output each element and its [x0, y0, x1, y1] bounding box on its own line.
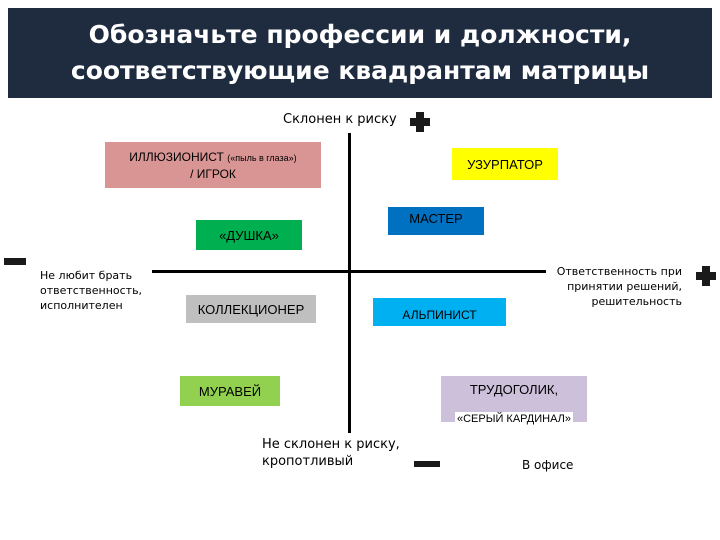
left-axis-label: Не любит брать ответственность, исполнит… [40, 269, 143, 312]
plus-right-icon [696, 266, 716, 286]
minus-bottom-icon [414, 461, 440, 467]
box-workaholic: ТРУДОГОЛИК, «СЕРЫЙ КАРДИНАЛ» [441, 376, 587, 426]
illusionist-label: ИЛЛЮЗИОНИСТ [129, 149, 224, 164]
box-usurper: УЗУРПАТОР [452, 148, 558, 180]
box-alpinist: АЛЬПИНИСТ [373, 298, 506, 326]
illusionist-line-2: / ИГРОК [190, 166, 236, 181]
right-axis-label: Ответственность при принятии решений, ре… [556, 265, 682, 308]
illusionist-note: («пыль в глаза») [227, 152, 297, 163]
plus-top-icon [410, 112, 430, 132]
box-collector: КОЛЛЕКЦИОНЕР [186, 295, 316, 323]
vertical-axis [348, 133, 351, 433]
horizontal-axis [152, 270, 546, 273]
workaholic-label: ТРУДОГОЛИК, [469, 382, 559, 397]
title-line-1: Обозначьте профессии и должности, [88, 20, 632, 49]
bottom-right-note: В офисе [522, 458, 574, 472]
bottom-axis-label: Не склонен к риску, кропотливый [262, 437, 400, 469]
dushka-label: «ДУШКА» [219, 227, 279, 243]
minus-left-icon [4, 258, 26, 265]
top-axis-label: Склонен к риску [283, 112, 397, 127]
title-line-2: соответствующие квадрантам матрицы [70, 56, 650, 85]
box-master: МАСТЕР [388, 207, 484, 235]
box-ant: МУРАВЕЙ [180, 376, 280, 406]
master-label: МАСТЕР [409, 211, 463, 226]
usurper-label: УЗУРПАТОР [467, 156, 543, 172]
workaholic-sublabel: «СЕРЫЙ КАРДИНАЛ» [455, 412, 573, 426]
box-illusionist: ИЛЛЮЗИОНИСТ («пыль в глаза») / ИГРОК [105, 142, 321, 188]
alpinist-label: АЛЬПИНИСТ [402, 308, 477, 322]
slide-title: Обозначьте профессии и должности, соотве… [8, 8, 712, 98]
box-dushka: «ДУШКА» [196, 220, 302, 250]
collector-label: КОЛЛЕКЦИОНЕР [197, 301, 305, 317]
ant-label: МУРАВЕЙ [198, 383, 262, 399]
